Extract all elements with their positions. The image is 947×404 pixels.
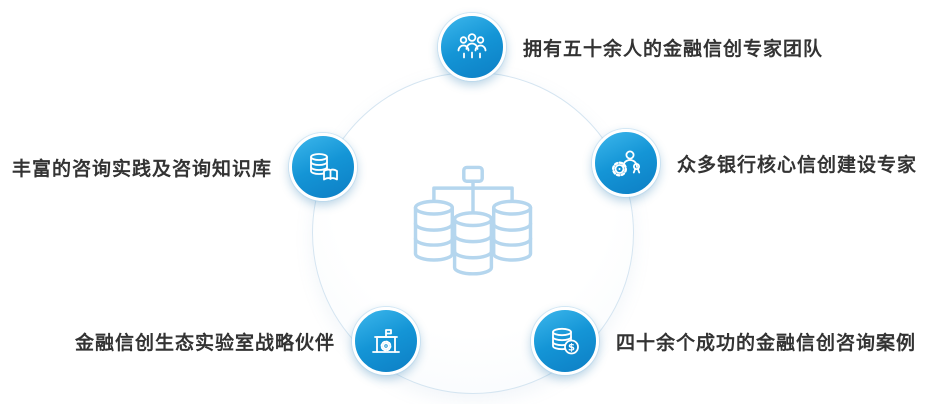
node-knowledge-base: 丰富的咨询实践及咨询知识库 [12, 133, 357, 201]
node-label: 四十余个成功的金融信创咨询案例 [616, 332, 917, 354]
node-bank-experts: 众多银行核心信创建设专家 [592, 129, 917, 197]
building-gear-icon [372, 329, 400, 353]
team-icon [457, 33, 487, 59]
node-expert-team: 拥有五十余人的金融信创专家团队 [438, 13, 823, 81]
node-success-cases: $ 四十余个成功的金融信创咨询案例 [531, 307, 916, 375]
node-knowledge-base-bubble [289, 133, 357, 201]
node-label: 金融信创生态实验室战略伙伴 [74, 332, 335, 354]
coin-stack-icon: $ [552, 327, 579, 355]
node-lab-partner: 金融信创生态实验室战略伙伴 [75, 307, 420, 375]
node-label: 拥有五十余人的金融信创专家团队 [523, 38, 824, 60]
node-lab-partner-bubble [352, 307, 420, 375]
node-label: 众多银行核心信创建设专家 [677, 154, 918, 176]
node-bank-experts-bubble [592, 129, 660, 197]
database-cluster-icon [413, 165, 533, 276]
node-label: 丰富的咨询实践及咨询知识库 [11, 158, 272, 180]
expert-badge-gear-icon [611, 150, 641, 177]
database-book-icon [310, 153, 338, 181]
node-success-cases-bubble: $ [531, 307, 599, 375]
node-expert-team-bubble [438, 13, 506, 81]
svg-text:$: $ [568, 343, 575, 354]
